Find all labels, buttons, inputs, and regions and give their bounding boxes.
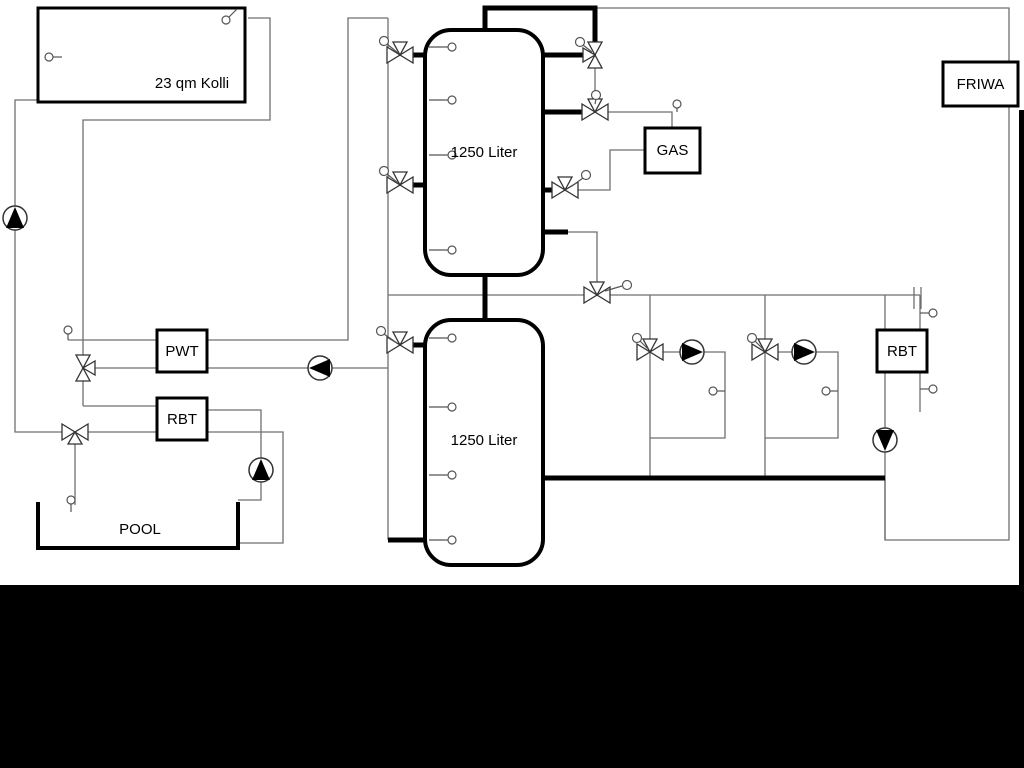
letterbox-bottom (0, 585, 1024, 768)
three-way-valve-tank2-top (375, 325, 414, 355)
sensor-gas-line (672, 99, 682, 112)
three-way-valve-tank1-top (378, 35, 414, 65)
equipment-boxes (36, 6, 1020, 567)
buffer-tank-bottom (423, 318, 545, 567)
collector-box (36, 6, 247, 104)
pool-label: POOL (119, 521, 161, 538)
rbt-left-label: RBT (167, 411, 197, 428)
pool-basin (36, 502, 240, 550)
sensor-pool (66, 495, 76, 512)
pump-pool (248, 457, 274, 483)
sensor-collector-left (44, 52, 62, 62)
rbt-left-box (155, 396, 209, 442)
friwa-label: FRIWA (956, 76, 1005, 93)
three-way-valve-manifold (583, 279, 633, 305)
pump-circuit2 (791, 339, 817, 365)
sensor-circuit2 (821, 386, 838, 396)
three-way-valve-pool (61, 422, 89, 445)
pump-pwt (307, 355, 333, 381)
rbt-right-label: RBT (887, 343, 917, 360)
pump-solar (2, 205, 28, 231)
pump-circuit1 (679, 339, 705, 365)
sensor-rbt-right-bottom (920, 384, 938, 394)
gas-label: GAS (656, 142, 689, 159)
sensor-circuit1 (708, 386, 725, 396)
diagram-canvas (2, 5, 1020, 567)
valves (61, 35, 779, 445)
gas-boiler-box (643, 126, 702, 175)
pumps (2, 205, 898, 483)
sensor-pwt-inlet (63, 325, 73, 340)
friwa-box (941, 60, 1020, 108)
tank-bottom-label: 1250 Liter (450, 432, 518, 449)
rbt-right-box (875, 328, 929, 374)
three-way-valve-gas-supply (581, 89, 609, 122)
three-way-valve-circuit2 (746, 332, 779, 362)
temperature-sensors (44, 8, 938, 545)
sensor-rbt-right-top (920, 308, 938, 318)
three-way-valve-circuit1 (631, 332, 664, 362)
sensor-tank2 (429, 333, 457, 545)
three-way-valve-tank1-mid (378, 165, 414, 195)
buffer-tank-top (423, 28, 545, 277)
collector-label: 23 qm Kolli (154, 75, 230, 92)
pump-rbt-right (872, 427, 898, 453)
three-way-valve-gas-return (551, 169, 592, 200)
letterbox-right (1019, 110, 1024, 585)
tank-top-label: 1250 Liter (450, 144, 518, 161)
sensor-tank1 (429, 42, 457, 255)
pwt-box (155, 328, 209, 374)
sensor-collector-top (221, 8, 238, 25)
three-way-valve-tank1-right-top (574, 36, 604, 69)
three-way-valve-pwt (74, 354, 96, 382)
pwt-label: PWT (165, 343, 199, 360)
